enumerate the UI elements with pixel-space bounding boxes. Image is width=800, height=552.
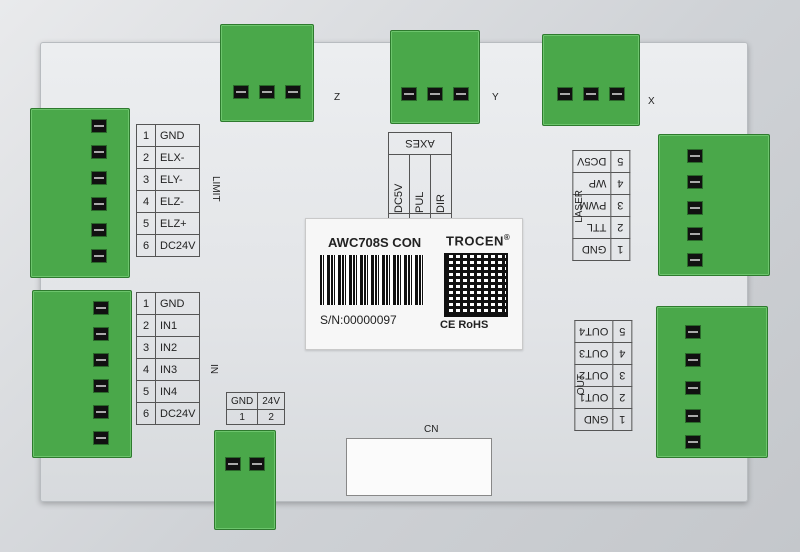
input-terminal [32, 290, 132, 458]
brand-logo: TROCEN® [446, 233, 511, 249]
qr-code-icon [444, 253, 508, 317]
output-terminal [656, 306, 768, 458]
x-axis-terminal [542, 34, 640, 126]
model-name: AWC708S CON [328, 235, 422, 250]
z-label: Z [334, 92, 341, 103]
cn-connector [346, 438, 492, 496]
x-label: X [648, 96, 655, 107]
output-title: OUT [576, 374, 587, 396]
y-label: Y [492, 92, 499, 103]
product-label: AWC708S CON TROCEN® S/N:00000097 CE RoHS [305, 218, 523, 350]
laser-title: LASER [574, 190, 585, 223]
cn-label: CN [424, 424, 439, 435]
barcode-icon [320, 255, 424, 305]
y-axis-terminal [390, 30, 480, 124]
cert-marks: CE RoHS [440, 319, 489, 331]
laser-terminal [658, 134, 770, 276]
limit-terminal [30, 108, 130, 278]
power-terminal [214, 430, 276, 530]
z-axis-terminal [220, 24, 314, 122]
limit-title: LIMIT [210, 176, 221, 202]
input-title: IN [208, 364, 219, 374]
serial-number: S/N:00000097 [320, 313, 397, 327]
